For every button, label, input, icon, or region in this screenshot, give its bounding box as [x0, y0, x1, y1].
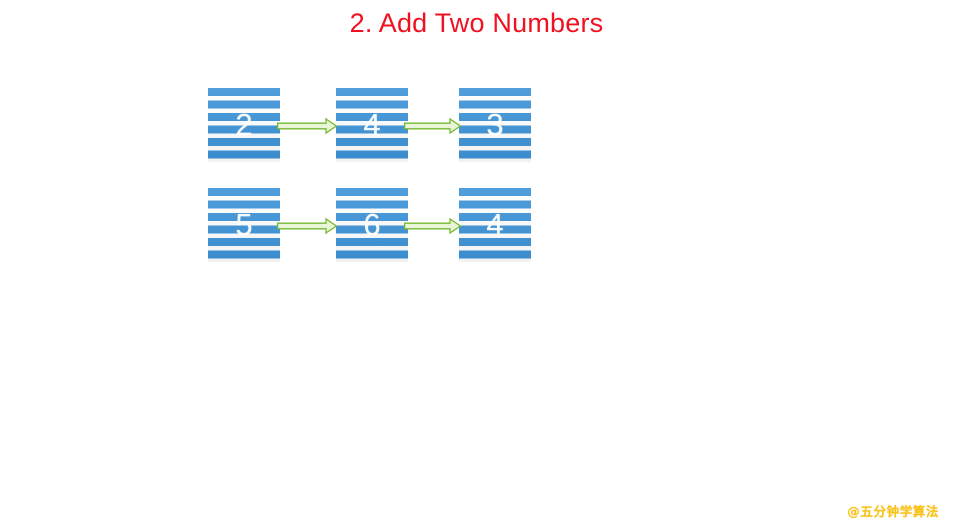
node-value-label: 3: [486, 106, 504, 142]
next-pointer-arrow-icon: [276, 217, 338, 235]
node-value-label: 2: [235, 106, 253, 142]
node-value-label: 5: [235, 206, 253, 242]
page-title: 2. Add Two Numbers: [349, 8, 604, 38]
node-value-label: 6: [363, 206, 381, 242]
node-striped-body: [459, 88, 531, 162]
next-pointer-arrow-icon: [403, 117, 462, 135]
linked-list-row-addend-1: 2 4 3: [0, 88, 953, 164]
node-striped-body: [208, 88, 280, 162]
list-node[interactable]: 4: [459, 188, 531, 262]
list-node[interactable]: 4: [336, 88, 408, 162]
watermark-text: @五分钟学算法: [847, 504, 939, 519]
list-node[interactable]: 6: [336, 188, 408, 262]
node-striped-body: [336, 88, 408, 162]
node-value-label: 4: [363, 106, 381, 142]
next-pointer-arrow-icon: [403, 217, 462, 235]
list-node[interactable]: 5: [208, 188, 280, 262]
linked-list-row-addend-2: 5 6 4: [0, 188, 953, 264]
list-node[interactable]: 2: [208, 88, 280, 162]
node-value-label: 4: [486, 206, 504, 242]
node-striped-body: [336, 188, 408, 262]
next-pointer-arrow-icon: [276, 117, 338, 135]
list-node[interactable]: 3: [459, 88, 531, 162]
node-striped-body: [208, 188, 280, 262]
node-striped-body: [459, 188, 531, 262]
